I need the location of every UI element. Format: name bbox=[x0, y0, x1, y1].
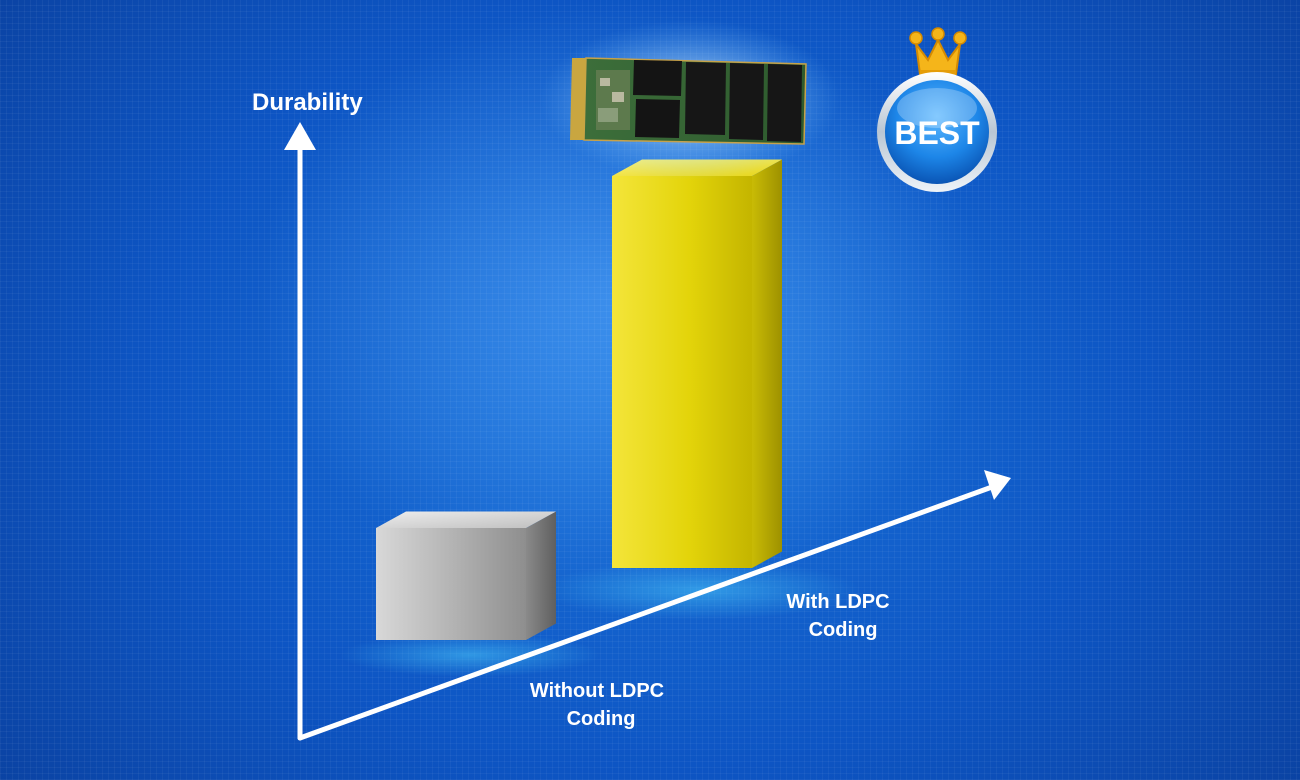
badge-label: BEST bbox=[894, 115, 980, 151]
bar-top-face bbox=[376, 511, 556, 528]
bar-front-face bbox=[612, 176, 752, 568]
category-label-with-ldpc-line2: Coding bbox=[809, 619, 878, 641]
floor-glow-yellow bbox=[540, 560, 860, 620]
category-label-without-ldpc-line1: Without LDPC bbox=[530, 680, 664, 702]
bars-layer bbox=[376, 159, 782, 640]
bar-front-face bbox=[376, 528, 526, 640]
bar-side-face bbox=[526, 511, 556, 640]
best-badge: BEST bbox=[877, 27, 997, 192]
x-axis-arrowhead bbox=[984, 470, 1011, 500]
bar-with-ldpc bbox=[612, 159, 782, 568]
y-axis-arrowhead bbox=[284, 122, 316, 150]
y-axis-title: Durability bbox=[252, 89, 363, 116]
crown-icon bbox=[909, 27, 967, 78]
x-axis-line bbox=[297, 484, 995, 741]
category-label-without-ldpc-line2: Coding bbox=[567, 708, 636, 730]
category-label-with-ldpc-line1: With LDPC bbox=[786, 591, 889, 613]
bar-without-ldpc bbox=[376, 511, 556, 640]
bar-side-face bbox=[752, 159, 782, 568]
m2-ssd-icon bbox=[540, 20, 840, 180]
badge-disc bbox=[885, 80, 989, 184]
floor-glow-grey bbox=[340, 633, 600, 677]
